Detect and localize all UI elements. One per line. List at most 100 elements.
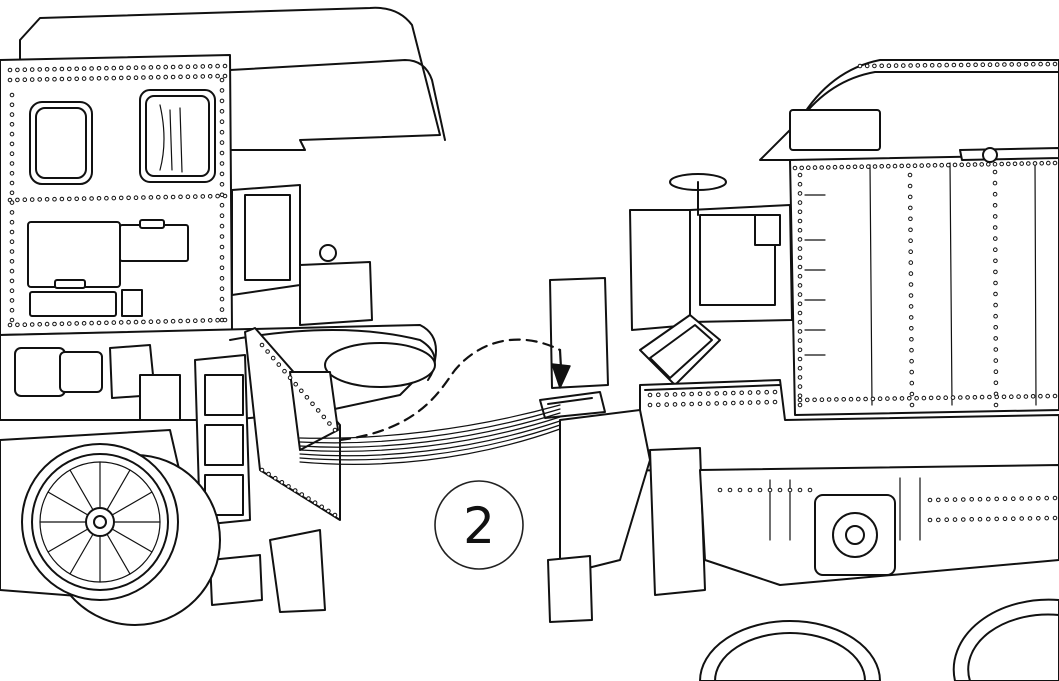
rivet [44,77,50,82]
rivet [29,197,35,202]
rivet [215,73,220,79]
rivet [9,307,15,313]
rivet [81,196,87,201]
rivet [219,286,225,292]
rivet [772,389,778,395]
rivet [200,64,206,69]
rivet [185,194,191,199]
rivet [909,337,914,342]
rivet [133,195,139,200]
rivet [9,210,15,215]
rivet [9,278,15,284]
rivet [966,62,971,68]
rivet [1002,516,1008,522]
rivet [992,161,998,167]
rivet [812,165,818,170]
rivet [22,197,28,202]
rivet [44,321,50,327]
rivet [219,77,225,83]
rivet [9,122,15,127]
rivet [994,394,1000,400]
rivet [326,508,331,514]
rivet [7,67,13,73]
rivet [89,76,94,81]
rivet [9,298,15,303]
rivet [148,75,154,80]
rivet [973,62,978,68]
rivet [909,391,915,397]
rivet [133,75,139,80]
rivet [792,165,798,171]
rivet [915,63,921,68]
rivet [921,395,927,401]
rivet [936,497,941,503]
rivet [276,362,282,367]
rivet [906,163,911,169]
rivet [714,401,720,406]
rivet [126,75,131,81]
rivet [141,65,146,70]
rivet [74,76,79,82]
rivet [901,63,906,68]
rivet [67,196,72,202]
rivet [118,75,124,81]
rivet [993,358,999,363]
rivet [993,325,999,330]
rivet [764,399,770,405]
rivet [1023,394,1029,399]
rivet [908,63,913,68]
rivet [908,216,913,222]
rivet [879,164,885,169]
rivet [1016,394,1021,399]
rivet [9,317,15,323]
rivet [797,356,803,362]
rivet [1045,393,1050,399]
rivet [737,487,743,493]
rivet [265,349,270,354]
rivet [717,487,723,493]
rivet [899,396,905,401]
rivet [993,247,998,252]
rivet [1039,161,1044,166]
rivet [185,318,191,324]
rivet [980,62,986,67]
rivet [1012,161,1018,167]
rivet [104,320,109,326]
rivet [994,516,1000,522]
rivet [118,320,124,325]
rivet [722,400,728,406]
rivet [219,265,225,271]
rivet [965,395,970,400]
rivet [961,517,966,522]
rivet [958,62,964,68]
rivet [282,368,287,374]
rivet [81,66,87,71]
rivet [832,164,838,170]
rivet [697,401,703,407]
rivet [866,164,871,169]
rivet [797,365,803,371]
rivet [9,249,15,254]
rivet [148,195,154,200]
rivet [826,397,832,402]
rivet [7,77,13,83]
rivet [756,390,761,395]
rivet [215,193,220,199]
rivet [886,63,892,68]
rivet [987,394,992,400]
rivet [908,249,914,254]
rivet [141,75,146,80]
rivet [1052,495,1058,501]
rivet [764,389,770,395]
rivet [807,487,813,493]
rivet [993,280,998,286]
rivet [672,392,678,397]
rivet [1052,393,1058,399]
rivet [270,355,276,361]
rivet [222,317,228,323]
rivet [118,195,124,201]
rivet [722,390,728,396]
rivet [909,347,914,353]
rivet [118,65,124,71]
